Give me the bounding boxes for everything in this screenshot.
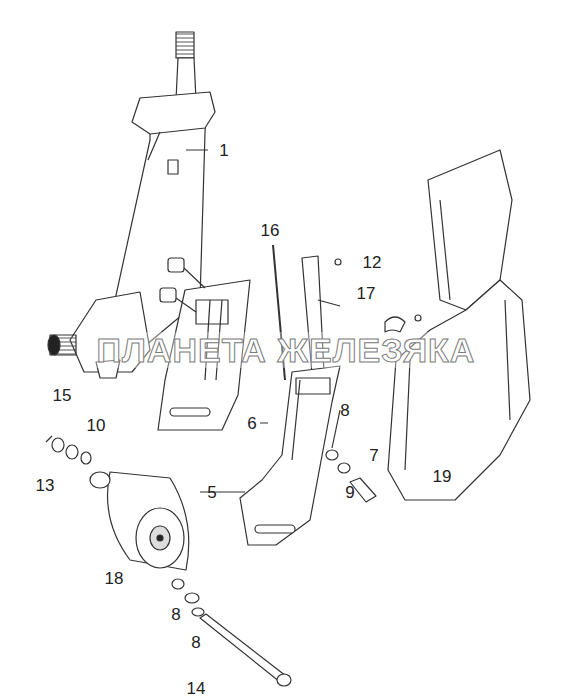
callout-number: 17: [355, 284, 378, 303]
callout-number: 1: [217, 141, 230, 160]
leader-lines: [186, 150, 268, 492]
callout-number: 19: [431, 467, 454, 486]
bracket: [385, 150, 530, 500]
callout-number: 13: [34, 476, 57, 495]
electric-motor: [90, 472, 189, 589]
callout-number: 5: [205, 483, 218, 502]
callout-number: 14: [185, 678, 208, 697]
watermark: ПЛАНЕТА ЖЕЛЕЗЯКА: [95, 332, 478, 368]
callout-number: 15: [51, 386, 74, 405]
callout-number: 18: [103, 569, 126, 588]
callout-number: 8: [189, 633, 202, 652]
callout-number: 8: [169, 605, 182, 624]
bracket-plate: [240, 366, 340, 545]
callout-number: 16: [259, 221, 282, 240]
callout-number: 9: [343, 483, 356, 502]
callout-number: 6: [245, 414, 258, 433]
callout-number: 12: [361, 253, 384, 272]
callout-number: 8: [338, 401, 351, 420]
callout-number: 10: [85, 416, 108, 435]
callout-number: 7: [367, 446, 380, 465]
